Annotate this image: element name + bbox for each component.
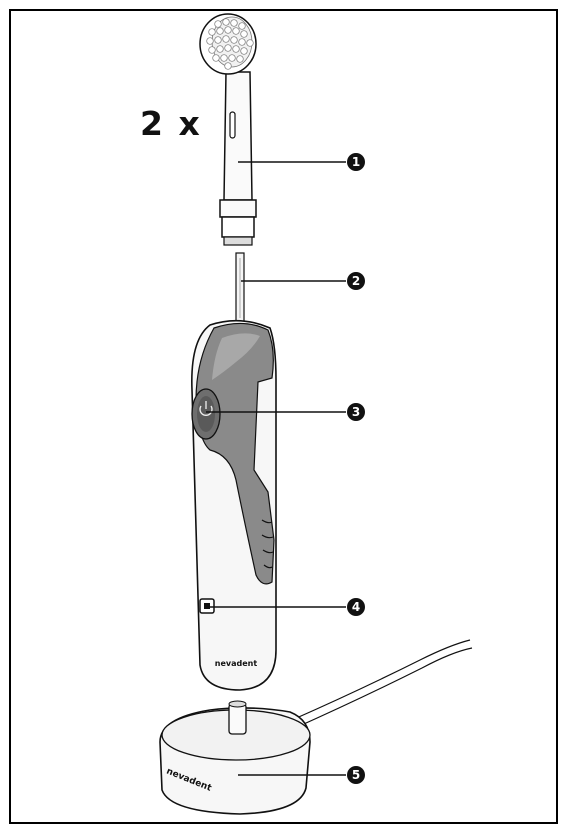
leader-lines [206,161,346,776]
toothbrush-handle [191,319,277,691]
diagram-frame [9,9,558,824]
handle-brand-text: nevadent [215,659,258,668]
callout-4: 4 [347,598,365,616]
callout-3: 3 [347,403,365,421]
callout-5: 5 [347,766,365,784]
power-icon [199,401,213,416]
drive-shaft [235,252,245,324]
charging-stand [159,639,473,815]
callout-2: 2 [347,272,365,290]
quantity-label: 2 x [140,104,202,143]
brush-head [199,13,257,246]
callout-1: 1 [347,153,365,171]
